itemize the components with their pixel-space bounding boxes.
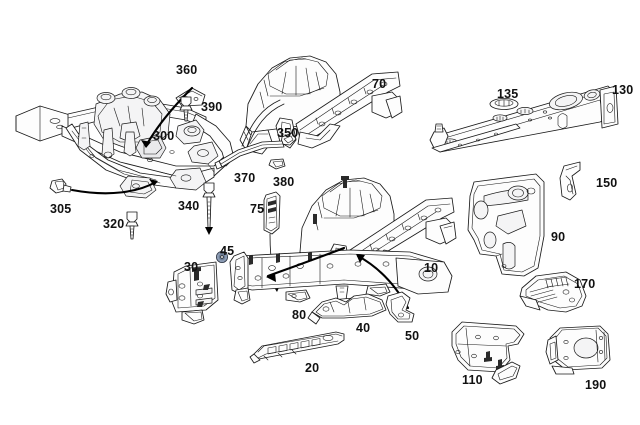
callout-50: 50 <box>405 329 420 343</box>
part-305-collar-nut <box>49 178 72 194</box>
part-90-dash-side-panel <box>467 173 545 277</box>
part-45-rubber-grommet <box>215 250 228 263</box>
callout-45: 45 <box>220 244 235 258</box>
part-70-right-wheelhouse-panel <box>239 55 403 155</box>
callout-370: 370 <box>234 171 256 185</box>
part-320-subframe-bolt-short <box>125 211 139 240</box>
callout-350: 350 <box>277 126 299 140</box>
callout-300: 300 <box>153 129 175 143</box>
callout-10: 10 <box>424 261 439 275</box>
part-300-front-subframe-assembly <box>15 87 235 199</box>
leader-305 <box>70 180 158 195</box>
arrowhead-305 <box>149 179 158 186</box>
part-40-closing-plate <box>307 293 387 325</box>
part-340-subframe-bolt-long <box>202 182 216 235</box>
part-20-side-member-extension <box>249 331 345 364</box>
callout-380: 380 <box>273 175 295 189</box>
callout-360: 360 <box>176 63 198 77</box>
callout-190: 190 <box>585 378 607 392</box>
callout-110: 110 <box>462 373 483 387</box>
callout-80: 80 <box>292 308 307 322</box>
leader-360 <box>144 86 194 148</box>
part-170-floor-reinforcement-panel <box>519 271 587 313</box>
part-150-gusset-bracket <box>559 161 581 201</box>
part-390-hex-flange-bolt <box>179 96 193 122</box>
arrowhead-360 <box>141 140 151 148</box>
part-10-left-front-frame-rail-assembly <box>229 176 457 309</box>
part-50-corner-gusset <box>385 291 415 323</box>
part-110-battery-tray-support <box>451 321 525 385</box>
part-80-lower-support-bracket <box>285 289 311 303</box>
callout-340: 340 <box>178 199 200 213</box>
arrowhead-10-pointer <box>266 273 276 282</box>
callout-75: 75 <box>250 202 265 216</box>
part-30-front-mounting-bracket <box>165 261 219 325</box>
part-135-oval-sealing-plug <box>489 98 519 110</box>
part-380-bracket-small-lower <box>268 158 286 170</box>
callout-135: 135 <box>497 87 519 101</box>
callout-30: 30 <box>184 260 199 274</box>
callout-20: 20 <box>305 361 320 375</box>
part-190-rear-closing-bracket <box>545 325 611 375</box>
callout-170: 170 <box>574 277 596 291</box>
callout-150: 150 <box>596 176 618 190</box>
callout-390: 390 <box>201 100 223 114</box>
part-370-curved-reinforcement-rail <box>214 140 285 170</box>
arrowhead-50 <box>356 254 365 263</box>
callout-305: 305 <box>50 202 72 216</box>
part-130-cowl-crossmember <box>429 85 619 153</box>
callout-320: 320 <box>103 217 125 231</box>
callout-40: 40 <box>356 321 371 335</box>
callout-70: 70 <box>372 77 387 91</box>
callout-130: 130 <box>612 83 634 97</box>
callout-90: 90 <box>551 230 566 244</box>
